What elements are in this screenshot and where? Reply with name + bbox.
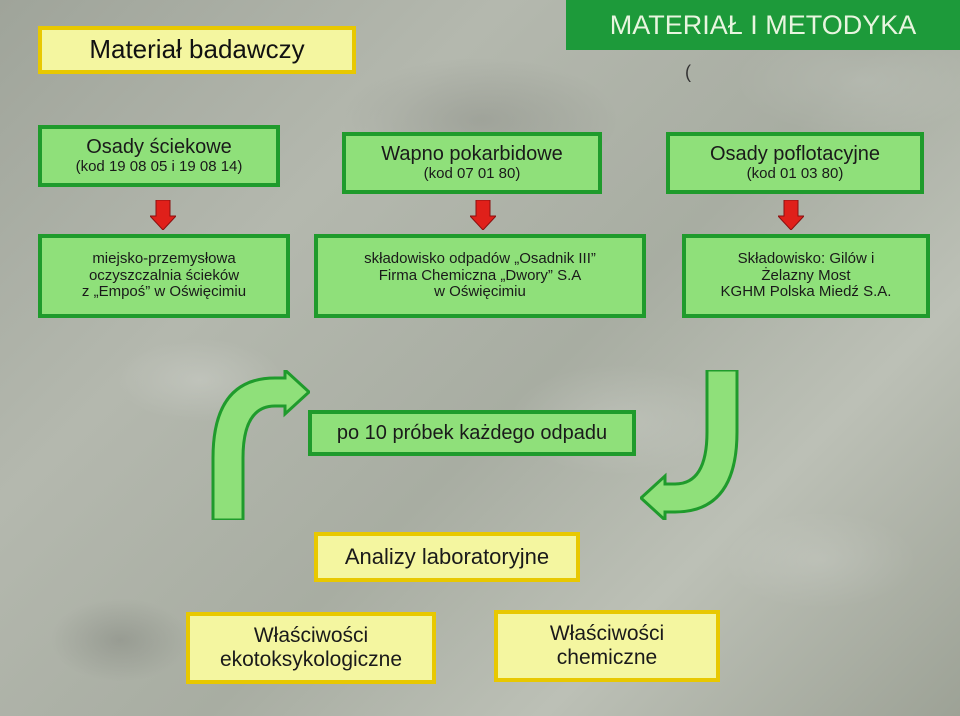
origin-line: z „Empoś” w Oświęcimiu [81, 283, 247, 301]
section-header: MATERIAŁ I METODYKA [566, 0, 960, 50]
property-line: ekotoksykologiczne [219, 648, 403, 671]
origin-line: miejsko-przemysłowa [92, 249, 236, 267]
source-code: (kod 19 08 05 i 19 08 14) [75, 157, 243, 175]
property-line: chemiczne [556, 646, 658, 669]
origin-line: KGHM Polska Miedź S.A. [720, 283, 892, 301]
property-line: Właściwości [549, 622, 665, 646]
source-box-lime: Wapno pokarbidowe (kod 07 01 80) [342, 132, 602, 194]
property-box-ecotox: Właściwości ekotoksykologiczne [186, 612, 436, 684]
material-label: Materiał badawczy [89, 34, 305, 65]
arrow-down-icon [150, 200, 176, 230]
origin-line: oczyszczalnia ścieków [88, 266, 240, 284]
origin-line: Żelazny Most [761, 266, 851, 284]
origin-box-lime: składowisko odpadów „Osadnik III” Firma … [314, 234, 646, 318]
arrow-down-icon [778, 200, 804, 230]
curved-arrow-right-icon [640, 370, 739, 520]
source-title: Wapno pokarbidowe [381, 143, 563, 166]
source-code: (kod 01 03 80) [746, 164, 844, 182]
curved-arrow-left-icon [211, 370, 310, 520]
property-box-chemical: Właściwości chemiczne [494, 610, 720, 682]
origin-line: w Oświęcimiu [434, 283, 526, 301]
stray-mark: ( [685, 62, 691, 82]
origin-line: składowisko odpadów „Osadnik III” [364, 249, 596, 267]
samples-box: po 10 próbek każdego odpadu [308, 410, 636, 456]
source-box-flotation: Osady poflotacyjne (kod 01 03 80) [666, 132, 924, 194]
section-title: MATERIAŁ I METODYKA [609, 9, 917, 40]
source-title: Osady ściekowe [86, 136, 232, 159]
property-line: Właściwości [253, 624, 369, 648]
material-label-box: Materiał badawczy [38, 26, 356, 74]
samples-label: po 10 próbek każdego odpadu [336, 421, 608, 444]
source-title: Osady poflotacyjne [709, 143, 881, 166]
source-box-sewage: Osady ściekowe (kod 19 08 05 i 19 08 14) [38, 125, 280, 187]
origin-line: Składowisko: Gilów i [737, 249, 875, 267]
origin-box-sewage: miejsko-przemysłowa oczyszczalnia ściekó… [38, 234, 290, 318]
analyses-box: Analizy laboratoryjne [314, 532, 580, 582]
analyses-label: Analizy laboratoryjne [344, 543, 550, 569]
arrow-down-icon [470, 200, 496, 230]
source-code: (kod 07 01 80) [423, 164, 521, 182]
origin-line: Firma Chemiczna „Dwory” S.A [378, 266, 582, 284]
origin-box-flotation: Składowisko: Gilów i Żelazny Most KGHM P… [682, 234, 930, 318]
